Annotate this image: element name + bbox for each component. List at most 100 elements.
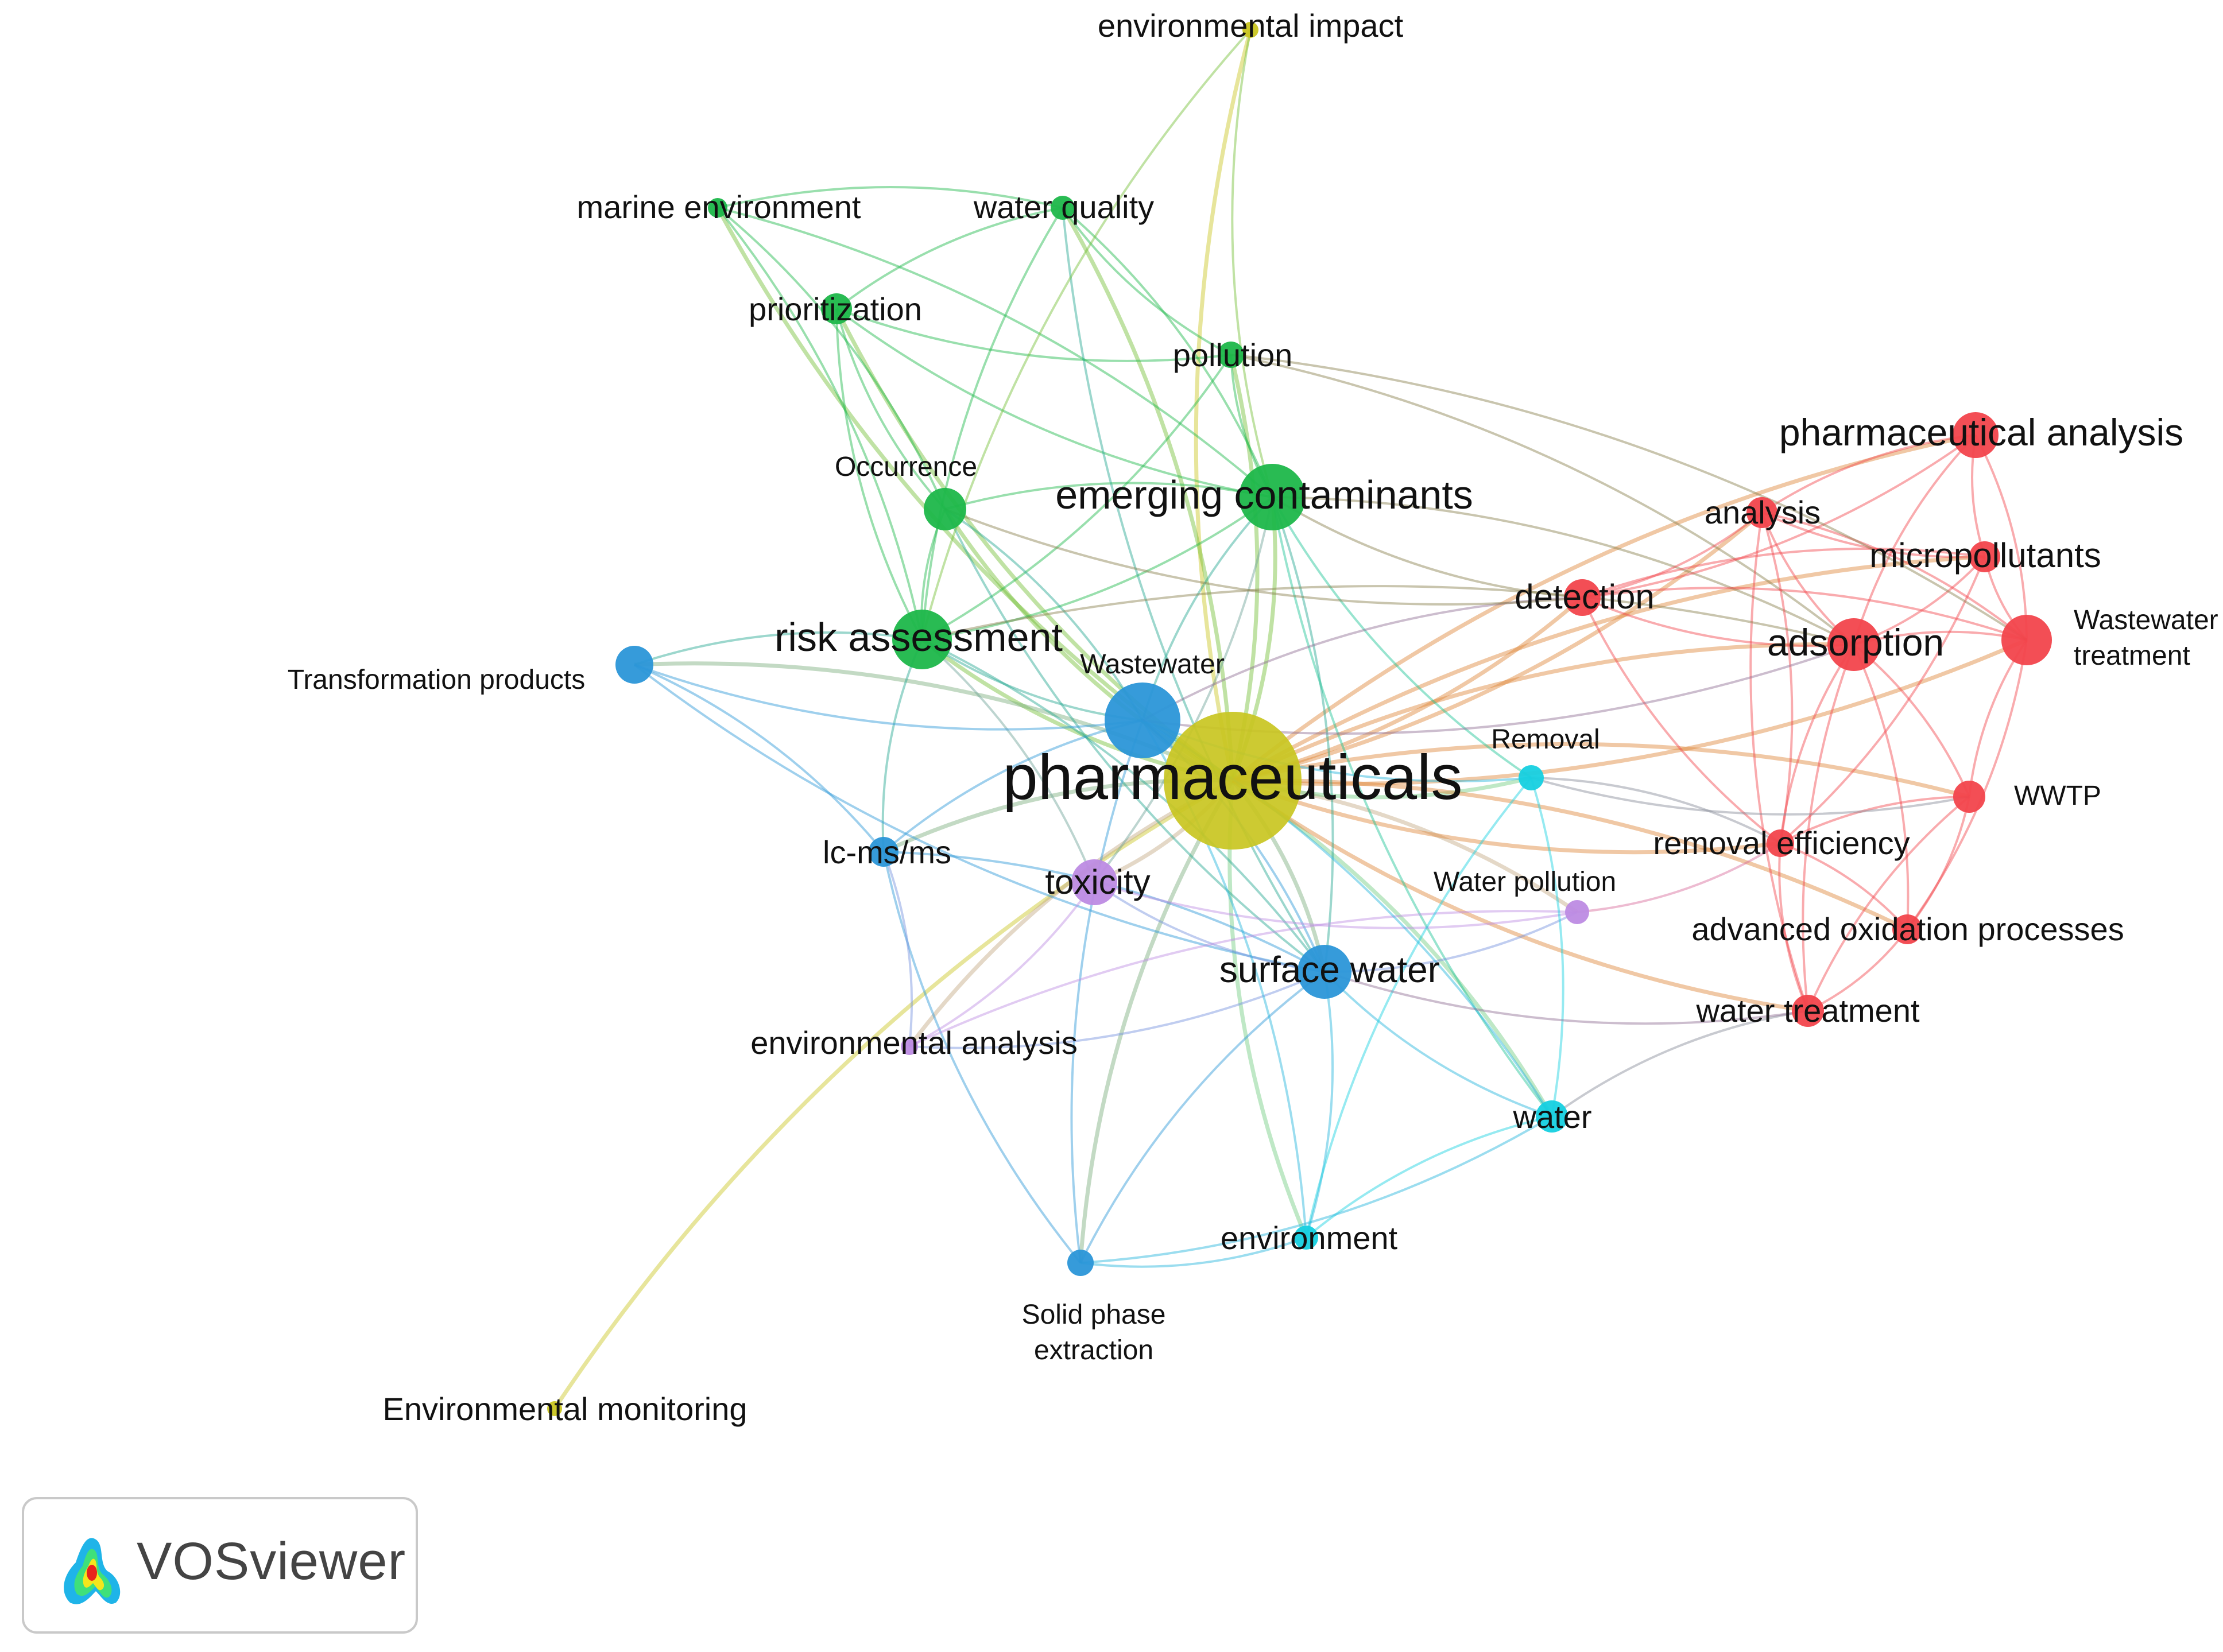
label-wastewater: Wastewater: [1080, 649, 1225, 680]
node-marine-environment[interactable]: [708, 198, 727, 218]
edge-transformation_products-lcmsms: [634, 664, 885, 853]
edge-surface_water-water_pollution: [1324, 911, 1578, 974]
node-pharmaceutical-analysis[interactable]: [1953, 412, 1999, 458]
node-environmental-impact[interactable]: [1242, 22, 1258, 38]
edge-risk_assessment-lcmsms: [881, 639, 923, 852]
edge-risk_assessment-adsorption: [921, 585, 1854, 646]
label-environmental-monitoring: Environmental monitoring: [383, 1391, 748, 1427]
label-emerging-contaminants: emerging contaminants: [1055, 472, 1473, 517]
edge-wwtp-advanced_oxidation: [1906, 796, 1970, 930]
label-pharmaceuticals: pharmaceuticals: [1003, 742, 1463, 813]
edge-toxicity-water_pollution: [1094, 881, 1578, 929]
edge-water_treatment-surface_water: [1324, 971, 1808, 1025]
label-advanced-oxidation: advanced oxidation processes: [1691, 911, 2124, 947]
edge-risk_assessment-transformation_products: [634, 631, 923, 666]
label-water-treatment: water treatment: [1695, 992, 1919, 1029]
edge-micropollutants-detection: [1582, 547, 1985, 599]
node-adsorption[interactable]: [1827, 618, 1880, 671]
edge-occurrence-prioritization: [835, 308, 946, 510]
edge-pharmaceuticals-environmental_monitoring: [553, 778, 1234, 1410]
edge-risk_assessment-water_quality: [921, 207, 1064, 640]
node-water[interactable]: [1536, 1100, 1568, 1133]
label-lcmsms: lc-ms/ms: [823, 834, 951, 870]
edge-emerging_contaminants-detection: [1271, 496, 1583, 599]
edge-removal_efficiency-water_treatment: [1778, 843, 1809, 1011]
edge-transformation_products-surface_water: [633, 664, 1325, 973]
node-wastewater[interactable]: [1105, 682, 1180, 758]
edge-analysis-detection: [1582, 511, 1763, 599]
edge-pharmaceuticals-wastewater_treatment: [1232, 638, 2028, 786]
label-toxicity: toxicity: [1045, 863, 1150, 901]
edge-emerging_contaminants-surface_water: [1271, 497, 1334, 972]
node-pharmaceuticals[interactable]: [1164, 712, 1302, 850]
label-water-pollution: Water pollution: [1434, 867, 1616, 897]
node-water-quality[interactable]: [1051, 196, 1075, 220]
edge-pharmaceuticals-water_quality: [1060, 207, 1235, 781]
node-removal-efficiency[interactable]: [1767, 829, 1794, 857]
node-detection[interactable]: [1564, 579, 1601, 616]
edge-analysis-removal_efficiency: [1761, 512, 1794, 844]
edge-water_treatment-water: [1551, 1010, 1808, 1118]
label-water-quality: water quality: [973, 189, 1154, 225]
node-occurrence[interactable]: [924, 488, 966, 530]
edge-prioritization-pollution: [836, 308, 1231, 362]
node-toxicity[interactable]: [1071, 859, 1117, 905]
label-micropollutants: micropollutants: [1869, 536, 2101, 575]
edge-water-solid_phase_extraction: [1080, 1115, 1553, 1264]
node-micropollutants[interactable]: [1969, 541, 2000, 572]
label-occurrence: Occurrence: [835, 452, 977, 482]
node-emerging-contaminants[interactable]: [1239, 464, 1306, 530]
node-transformation-products[interactable]: [615, 646, 653, 684]
edge-pharmaceuticals-wwtp: [1232, 742, 1970, 799]
node-analysis[interactable]: [1746, 497, 1777, 528]
edge-occurrence-wastewater: [944, 508, 1144, 721]
edge-pharmaceutical_analysis-adsorption: [1853, 434, 1977, 645]
node-pollution[interactable]: [1218, 342, 1244, 368]
edge-adsorption-removal_efficiency: [1779, 643, 1855, 844]
label-detection: detection: [1515, 577, 1655, 616]
node-lcmsms[interactable]: [869, 837, 899, 867]
node-risk-assessment[interactable]: [892, 610, 952, 669]
edge-marine_environment-water_quality: [717, 185, 1063, 209]
edge-pharmaceuticals-pharmaceutical_analysis: [1231, 433, 1976, 782]
edge-wwtp-water_treatment: [1807, 796, 1970, 1011]
label-wwtp: WWTP: [2014, 781, 2101, 811]
node-environmental-monitoring[interactable]: [547, 1401, 562, 1416]
node-wastewater-treatment[interactable]: [2001, 615, 2052, 665]
edge-prioritization-water_quality: [835, 207, 1063, 310]
node-prioritization[interactable]: [821, 293, 852, 324]
edge-environmental_analysis-water_pollution: [909, 910, 1578, 1048]
node-advanced-oxidation[interactable]: [1892, 914, 1922, 944]
label-pharmaceutical-analysis: pharmaceutical analysis: [1779, 411, 2183, 453]
edge-risk_assessment-marine_environment: [717, 207, 923, 640]
node-water-treatment[interactable]: [1792, 995, 1824, 1027]
node-water-pollution[interactable]: [1565, 900, 1589, 924]
edge-wastewater-solid_phase_extraction: [1070, 720, 1144, 1263]
edge-removal-wwtp: [1531, 777, 1970, 816]
edge-pharmaceuticals-water_treatment: [1231, 779, 1808, 1013]
edge-adsorption-water_treatment: [1802, 644, 1855, 1011]
edge-detection-adsorption: [1582, 596, 1854, 647]
edge-occurrence-detection: [944, 508, 1583, 606]
edge-wastewater-detection: [1142, 596, 1583, 722]
node-surface-water[interactable]: [1298, 945, 1351, 999]
edge-emerging_contaminants-environmental_impact: [1231, 29, 1273, 498]
node-removal[interactable]: [1519, 765, 1544, 790]
edge-risk_assessment-surface_water: [921, 638, 1326, 973]
edge-analysis-micropollutants: [1761, 511, 1985, 559]
node-wwtp[interactable]: [1953, 781, 1985, 813]
node-environmental-analysis[interactable]: [901, 1038, 918, 1055]
label-risk-assessment: risk assessment: [774, 615, 1063, 660]
edge-pharmaceuticals-micropollutants: [1231, 554, 1985, 783]
edge-pollution-adsorption: [1230, 354, 1855, 646]
edge-emerging_contaminants-risk_assessment: [921, 496, 1273, 641]
edge-emerging_contaminants-removal: [1271, 497, 1532, 779]
edge-pharmaceuticals-solid_phase_extraction: [1078, 780, 1235, 1263]
edge-emerging_contaminants-water_quality: [1062, 207, 1273, 498]
node-environment[interactable]: [1294, 1226, 1318, 1250]
node-solid-phase-extraction[interactable]: [1067, 1250, 1094, 1276]
edge-emerging_contaminants-toxicity: [1093, 497, 1273, 883]
